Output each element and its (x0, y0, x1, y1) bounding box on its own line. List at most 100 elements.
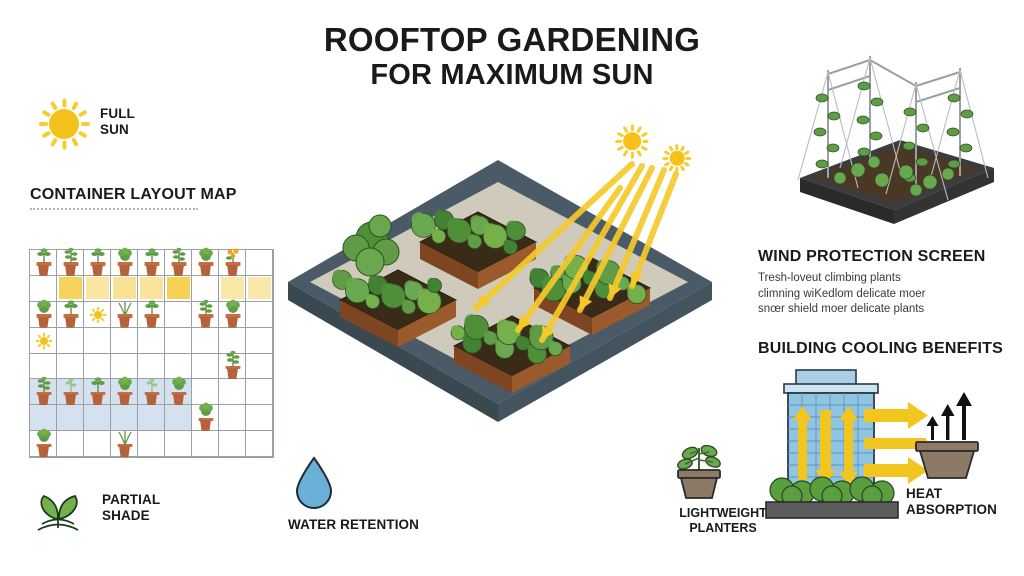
plant-container[interactable] (111, 238, 138, 276)
grid-cell[interactable] (57, 327, 84, 354)
pot-body (227, 264, 238, 276)
grid-cell[interactable] (192, 353, 219, 380)
grid-cell[interactable] (246, 405, 273, 432)
grid-cell[interactable] (84, 275, 111, 302)
plant-foliage (171, 247, 187, 264)
plant-container[interactable] (192, 290, 219, 328)
plant-container[interactable] (84, 367, 111, 406)
plant-container[interactable] (84, 238, 111, 276)
pot-rim (36, 443, 51, 447)
wind-protection-body-3: snœr shield moer delicate plants (758, 303, 925, 316)
grid-cell[interactable] (138, 405, 165, 432)
sun-marker-icon (89, 306, 107, 324)
grid-cell[interactable] (246, 379, 273, 406)
grid-cell[interactable] (165, 327, 192, 354)
grid-cell[interactable] (246, 250, 273, 276)
plant-foliage (36, 428, 52, 445)
grid-cell[interactable] (219, 379, 246, 406)
grid-cell[interactable] (84, 327, 111, 354)
plant-container[interactable] (219, 342, 246, 380)
pot-body (65, 264, 76, 276)
plant-foliage (144, 299, 160, 316)
sun-intensity-cell (112, 277, 136, 300)
plant-container[interactable] (192, 393, 219, 432)
grid-cell[interactable] (138, 327, 165, 354)
full-sun-line-1: FULL (100, 106, 135, 121)
plant-container[interactable] (30, 367, 57, 406)
plant-container[interactable] (138, 238, 165, 276)
grid-cell[interactable] (165, 405, 192, 432)
plant-foliage (225, 299, 241, 316)
grid-cell[interactable] (192, 327, 219, 354)
pot-body (92, 264, 103, 276)
plant-foliage (117, 428, 133, 446)
pot-body (65, 316, 76, 328)
grid-cell[interactable] (246, 275, 273, 302)
plant-container[interactable] (57, 290, 84, 328)
pot-body (173, 264, 184, 276)
grid-cell[interactable] (165, 275, 192, 302)
plant-container[interactable] (57, 238, 84, 276)
plant-foliage (144, 247, 160, 264)
plant-foliage (171, 376, 187, 393)
plant-container[interactable] (30, 238, 57, 276)
grid-cell[interactable] (246, 327, 273, 354)
grid-cell[interactable] (246, 301, 273, 328)
sun-intensity-cell (58, 277, 82, 300)
container-layout-grid[interactable] (29, 247, 274, 458)
grid-cell[interactable] (84, 405, 111, 432)
plant-foliage (225, 247, 241, 264)
plant-container[interactable] (138, 290, 165, 328)
plant-container[interactable] (219, 238, 246, 276)
container-map-heading: CONTAINER LAYOUT MAP (30, 186, 237, 203)
plant-container[interactable] (111, 419, 138, 457)
grid-cell[interactable] (219, 405, 246, 432)
plant-container[interactable] (30, 419, 57, 457)
wind-protection-heading: WIND PROTECTION SCREEN (758, 248, 986, 265)
grid-cell[interactable] (138, 431, 165, 457)
plant-container[interactable] (219, 290, 246, 328)
leaf-sprout-icon (37, 495, 79, 531)
grid-cell[interactable] (246, 431, 273, 457)
grid-cell[interactable] (30, 327, 57, 354)
grid-cell[interactable] (165, 431, 192, 457)
grid-cell[interactable] (111, 327, 138, 354)
potted-plant-icon (677, 444, 721, 499)
plant-foliage (117, 299, 133, 316)
grid-cell[interactable] (57, 431, 84, 457)
plant-container[interactable] (138, 367, 165, 406)
plant-container[interactable] (165, 367, 192, 406)
pot-body (38, 394, 49, 406)
grid-cell[interactable] (57, 405, 84, 432)
pot-body (38, 316, 49, 328)
grid-cell[interactable] (192, 431, 219, 457)
plant-container[interactable] (57, 367, 84, 406)
plant-foliage (144, 376, 160, 394)
plant-container[interactable] (192, 238, 219, 276)
legend-partial-shade-label: PARTIAL SHADE (102, 492, 160, 524)
grid-cell[interactable] (165, 301, 192, 328)
plant-foliage (63, 247, 79, 264)
pot-rim (144, 391, 159, 396)
grid-cell[interactable] (111, 405, 138, 432)
pot-rim (171, 262, 186, 266)
grid-cell[interactable] (84, 431, 111, 457)
pot-rim (117, 262, 132, 266)
plant-foliage (198, 247, 214, 264)
grid-cell[interactable] (111, 275, 138, 302)
plant-container[interactable] (111, 290, 138, 328)
pot-body (92, 394, 103, 406)
plant-container[interactable] (111, 367, 138, 406)
pot-rim (36, 391, 51, 396)
grid-cell[interactable] (246, 353, 273, 380)
pot-body (227, 368, 238, 380)
plant-foliage (36, 299, 52, 316)
building-cooling-illustration: HEAT ABSORPTION (758, 362, 1024, 522)
pot-rim (198, 262, 213, 266)
plant-container[interactable] (30, 290, 57, 328)
grid-cell[interactable] (219, 431, 246, 457)
grid-cell[interactable] (84, 301, 111, 328)
pot-body (200, 420, 211, 432)
plant-container[interactable] (165, 238, 192, 276)
